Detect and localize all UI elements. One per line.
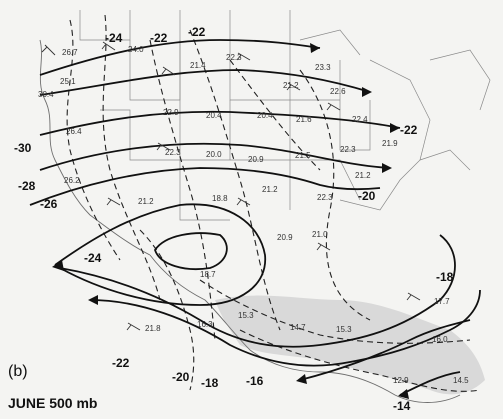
station-value: 18.8 bbox=[212, 194, 228, 203]
station-value: 16.0 bbox=[432, 335, 448, 344]
station-value: 20.9 bbox=[277, 233, 293, 242]
station-value: 21.6 bbox=[296, 115, 312, 124]
contour-label: -14 bbox=[393, 399, 411, 413]
station-value: 21.2 bbox=[138, 197, 154, 206]
station-value: 26.4 bbox=[66, 127, 82, 136]
station-value: 21.5 bbox=[295, 151, 311, 160]
panel-label: (b) bbox=[8, 363, 28, 380]
station-value: 21.0 bbox=[312, 230, 328, 239]
contour-label: -24 bbox=[84, 251, 102, 265]
station-value: 17.7 bbox=[434, 297, 450, 306]
station-value: 16.3 bbox=[197, 320, 213, 329]
station-value: 15.3 bbox=[238, 311, 254, 320]
contour-label: -28 bbox=[18, 179, 36, 193]
contour-label: -24 bbox=[105, 31, 123, 45]
arrow-head bbox=[382, 163, 392, 173]
station-value: 20.0 bbox=[206, 150, 222, 159]
station-value: 21.2 bbox=[262, 185, 278, 194]
station-value: 22.3 bbox=[340, 145, 356, 154]
station-values: 26.7 24.0 25.1 30.4 26.4 26.2 22.3 21.4 … bbox=[38, 45, 469, 385]
arrow-head bbox=[390, 123, 400, 133]
station-value: 25.1 bbox=[60, 77, 76, 86]
station-value: 12.9 bbox=[393, 376, 409, 385]
contour-label: -18 bbox=[436, 270, 454, 284]
station-value: 18.7 bbox=[200, 270, 216, 279]
contour-label: -22 bbox=[112, 356, 130, 370]
station-value: 21.8 bbox=[145, 324, 161, 333]
contour-label: -20 bbox=[172, 370, 190, 384]
contour-label: -22 bbox=[400, 123, 418, 137]
arrow-head bbox=[310, 43, 320, 53]
contour-label: -20 bbox=[358, 189, 376, 203]
station-value: 21.9 bbox=[382, 139, 398, 148]
station-value: 20.4 bbox=[206, 111, 222, 120]
station-value: 26.2 bbox=[64, 176, 80, 185]
height-contours bbox=[29, 39, 481, 396]
station-value: 23.3 bbox=[315, 63, 331, 72]
contour-label: -26 bbox=[40, 197, 58, 211]
station-value: 22.3 bbox=[226, 53, 242, 62]
station-value: 22.3 bbox=[165, 148, 181, 157]
station-value: 14.5 bbox=[453, 376, 469, 385]
shaded-region bbox=[215, 295, 485, 395]
station-value: 30.4 bbox=[38, 90, 54, 99]
contour-label: -16 bbox=[246, 374, 264, 388]
station-value: 15.3 bbox=[336, 325, 352, 334]
state-borders bbox=[39, 10, 491, 403]
contour-label: -22 bbox=[150, 31, 168, 45]
contour-label: -18 bbox=[201, 376, 219, 390]
station-value: 26.7 bbox=[62, 48, 78, 57]
station-value: 14.7 bbox=[290, 323, 306, 332]
flow-arrows bbox=[52, 43, 409, 399]
arrow-head bbox=[398, 389, 409, 399]
arrow-head bbox=[296, 374, 307, 384]
station-value: 24.0 bbox=[128, 45, 144, 54]
station-value: 21.4 bbox=[190, 61, 206, 70]
wind-barbs bbox=[41, 41, 421, 331]
contour-labels: -24 -22 -22 -30 -28 -26 -22 -20 -24 -18 … bbox=[14, 25, 454, 413]
station-value: 22.9 bbox=[163, 108, 179, 117]
caption: JUNE 500 mb bbox=[8, 395, 97, 411]
station-value: 21.2 bbox=[355, 171, 371, 180]
isotherms bbox=[66, 14, 481, 392]
arrow-head bbox=[88, 295, 98, 305]
arrow-head bbox=[362, 87, 372, 97]
station-value: 21.2 bbox=[283, 81, 299, 90]
station-value: 22.6 bbox=[330, 87, 346, 96]
contour-label: -30 bbox=[14, 141, 32, 155]
station-value: 22.4 bbox=[352, 115, 368, 124]
station-value: 22.3 bbox=[317, 193, 333, 202]
station-value: 20.4 bbox=[257, 111, 273, 120]
arrow-head bbox=[52, 260, 64, 271]
contour-label: -22 bbox=[188, 25, 206, 39]
station-value: 20.9 bbox=[248, 155, 264, 164]
